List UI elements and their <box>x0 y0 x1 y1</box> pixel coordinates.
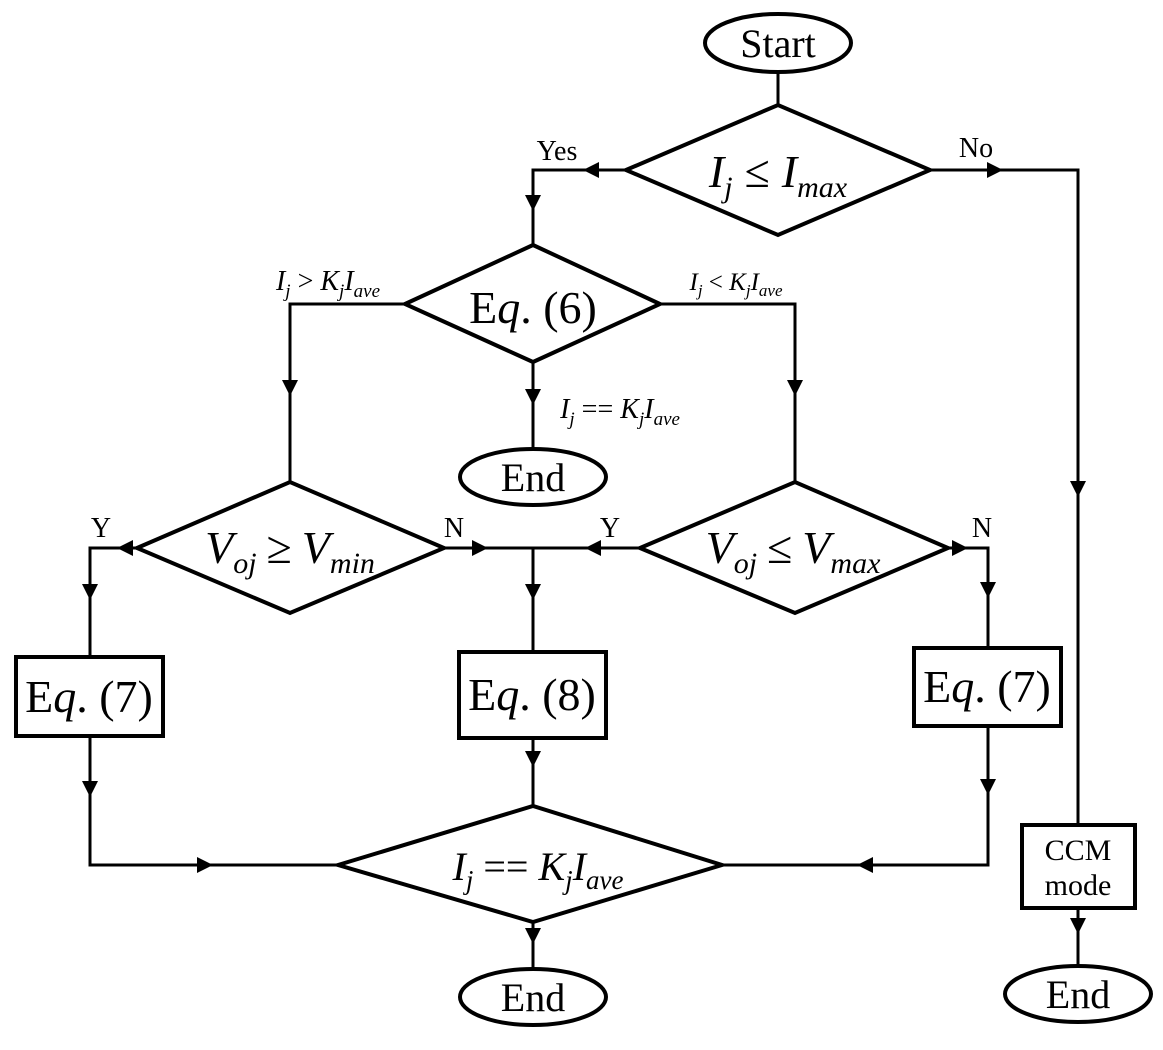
decision-label: Ij≤Imax <box>708 146 848 204</box>
arrow-left-icon <box>585 540 601 556</box>
end-label: End <box>1046 972 1110 1017</box>
start-node: Start <box>703 12 853 74</box>
process-label: Eq. (7) <box>923 661 1051 712</box>
edge-vmax-no <box>948 546 990 648</box>
process-box <box>912 646 1063 728</box>
arrow-down-icon <box>282 380 298 396</box>
arrow-down-icon <box>1070 481 1086 497</box>
edge-labels: Yes No Ij > KjIave Ij < KjIave Ij == KjI… <box>91 133 993 544</box>
arrow-down-icon <box>82 781 98 797</box>
decision-label: Voj≥Vmin <box>205 522 375 580</box>
arrow-down-icon <box>82 584 98 600</box>
edge-vmin-yes <box>88 546 137 657</box>
ccm-label-line2: mode <box>1045 869 1112 902</box>
edge-label-y-right: Y <box>600 513 620 544</box>
end-ellipse <box>1003 964 1153 1024</box>
ccm-label-line1: CCM <box>1045 834 1112 867</box>
decision-diamond <box>620 102 936 238</box>
arrow-down-icon <box>525 389 541 405</box>
end-node-middle: End <box>458 447 608 507</box>
decision-diamond <box>634 479 954 616</box>
decision-diamond <box>330 803 729 925</box>
process-box <box>457 650 608 740</box>
arrow-left-icon <box>583 162 599 178</box>
end-node-right: End <box>1003 964 1153 1024</box>
process-eq7-left: Eq. (7) <box>14 655 165 738</box>
process-label: Eq. (8) <box>468 669 596 720</box>
start-ellipse <box>703 12 853 74</box>
edge-label-n-left: N <box>444 513 464 544</box>
decision-eq6: Eq. (6) <box>400 242 665 365</box>
edge-imax-yes <box>531 168 626 245</box>
decision-diamond <box>400 242 665 365</box>
arrow-down-icon <box>525 584 541 600</box>
edge-label-n-right: N <box>972 513 992 544</box>
edge-label-equal: Ij == KjIave <box>559 394 680 430</box>
edge-eq7r-to-final <box>722 726 990 867</box>
arrowheads <box>82 162 1086 944</box>
arrow-left-icon <box>857 857 873 873</box>
edge-label-y-left: Y <box>91 513 111 544</box>
process-eq7-right: Eq. (7) <box>912 646 1063 728</box>
decision-vmax: Voj≤Vmax <box>634 479 954 616</box>
edge-label-yes: Yes <box>537 136 578 167</box>
arrow-left-icon <box>117 540 133 556</box>
arrow-right-icon <box>197 857 213 873</box>
decision-label: Voj≤Vmax <box>706 522 881 580</box>
decision-diamond <box>131 479 450 616</box>
arrow-down-icon <box>525 928 541 944</box>
edge-eq7l-to-final <box>88 736 338 867</box>
process-box <box>1020 823 1137 910</box>
end-label: End <box>501 975 565 1020</box>
process-box <box>14 655 165 738</box>
process-eq8: Eq. (8) <box>457 650 608 740</box>
decision-final: Ij == KjIave <box>330 803 729 925</box>
edge-label-greater: Ij > KjIave <box>275 266 380 302</box>
arrow-right-icon <box>472 540 488 556</box>
start-label: Start <box>740 21 816 66</box>
arrow-right-icon <box>987 162 1003 178</box>
edge-eq6-less <box>660 302 797 482</box>
arrow-down-icon <box>525 751 541 767</box>
decision-vmin: Voj≥Vmin <box>131 479 450 616</box>
process-ccm-mode: CCM mode <box>1020 823 1137 910</box>
arrow-down-icon <box>1070 918 1086 934</box>
decision-label: Ij == KjIave <box>452 844 624 895</box>
decision-current-limit: Ij≤Imax <box>620 102 936 238</box>
edge-imax-no <box>930 168 1080 825</box>
end-ellipse <box>458 447 608 507</box>
end-ellipse <box>458 967 608 1027</box>
edge-label-no: No <box>959 133 993 164</box>
arrow-right-icon <box>952 540 968 556</box>
arrow-down-icon <box>980 779 996 795</box>
arrow-down-icon <box>787 380 803 396</box>
arrow-down-icon <box>525 195 541 211</box>
decision-label: Eq. (6) <box>469 282 597 333</box>
end-label: End <box>501 455 565 500</box>
end-node-bottom: End <box>458 967 608 1027</box>
arrow-down-icon <box>980 582 996 598</box>
edge-label-less: Ij < KjIave <box>688 269 782 300</box>
edge-eq6-greater <box>288 302 405 482</box>
process-label: Eq. (7) <box>25 671 153 722</box>
connectors <box>88 72 1080 970</box>
